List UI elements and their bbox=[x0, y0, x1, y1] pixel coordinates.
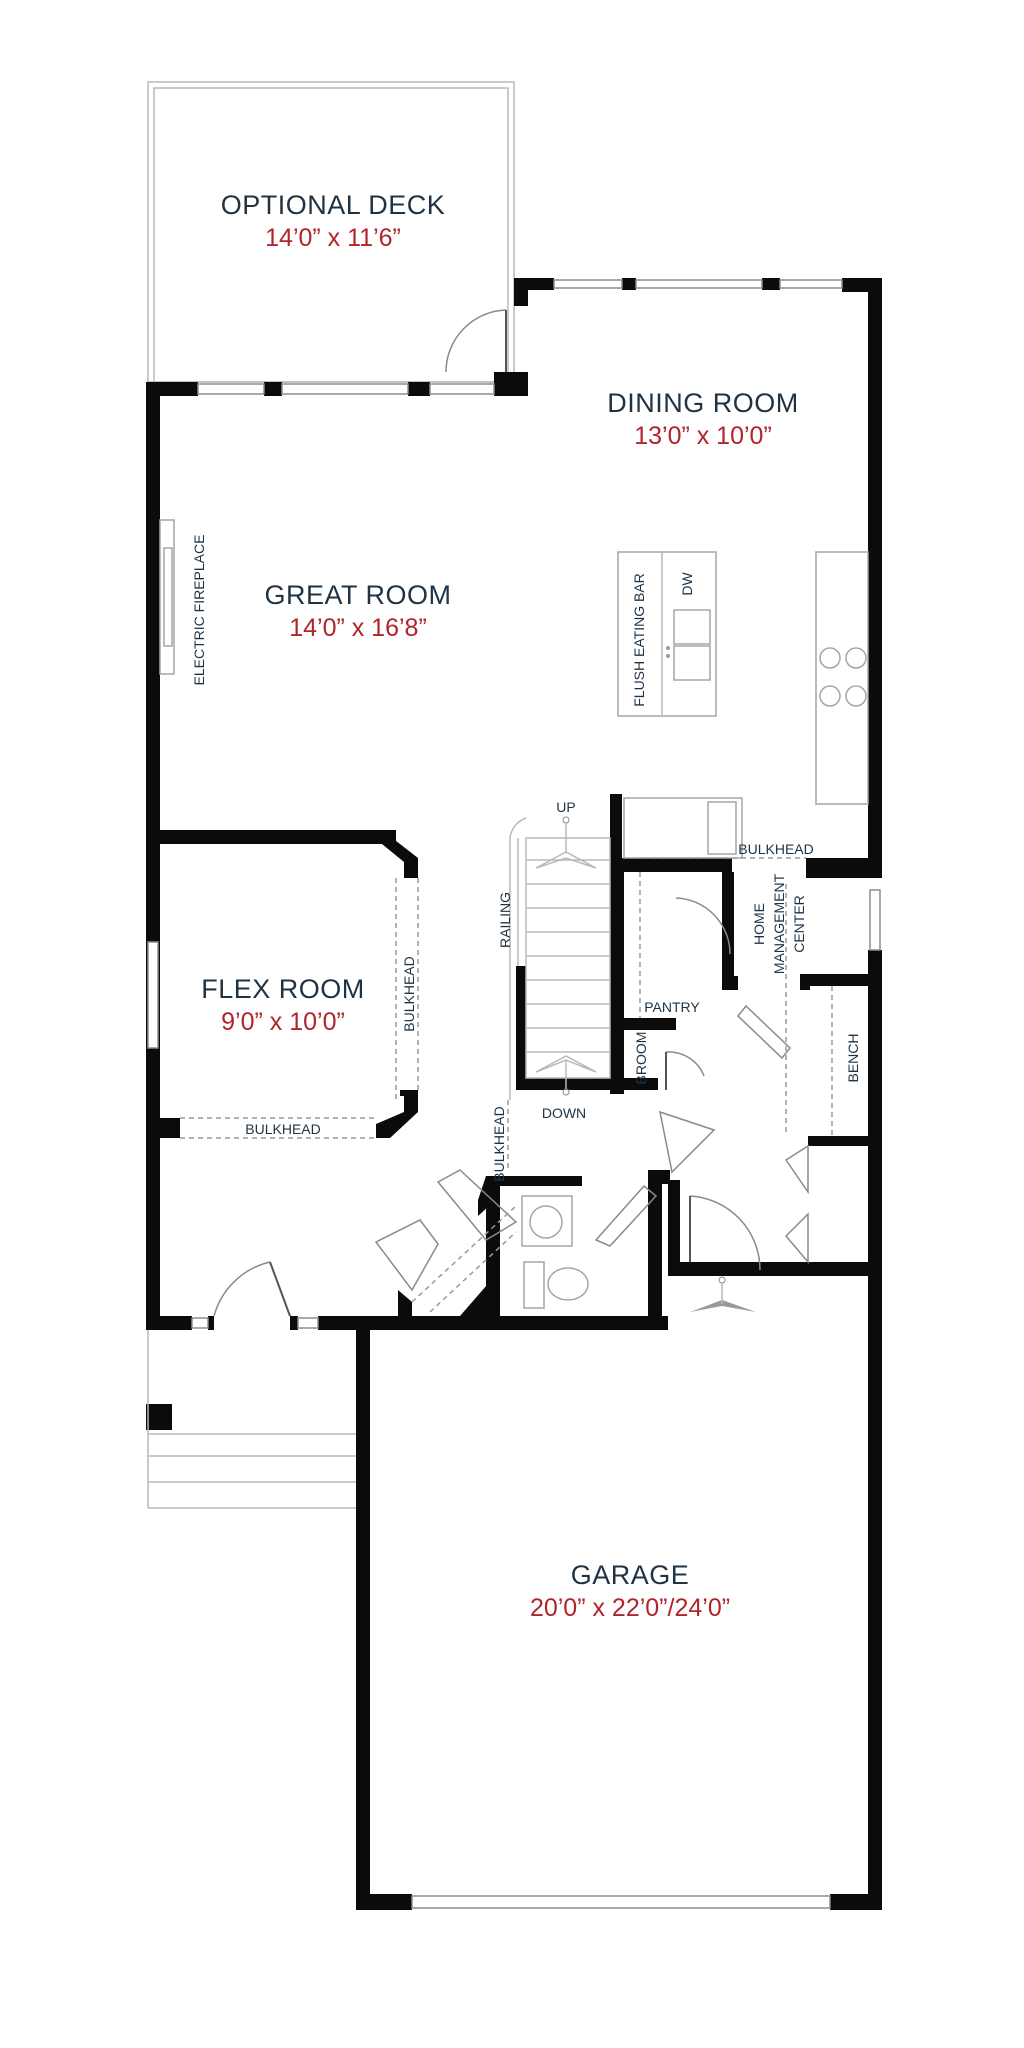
flex-room-size: 9’0” x 10’0” bbox=[221, 1008, 345, 1036]
optional-deck-size: 14’0” x 11’6” bbox=[265, 224, 401, 252]
home-management-label-line2: MANAGEMENT bbox=[771, 873, 787, 974]
garage-size: 20’0” x 22’0”/24’0” bbox=[530, 1594, 730, 1622]
up-label: UP bbox=[556, 799, 575, 815]
bulkhead-label-flex-right: BULKHEAD bbox=[401, 956, 417, 1031]
great-room-name: GREAT ROOM bbox=[264, 580, 451, 610]
home-management-label-line1: HOME bbox=[751, 903, 767, 945]
railing-label: RAILING bbox=[497, 892, 513, 948]
great-room-size: 14’0” x 16’8” bbox=[289, 614, 427, 642]
electric-fireplace-label: ELECTRIC FIREPLACE bbox=[191, 535, 207, 686]
garage-name: GARAGE bbox=[571, 1560, 690, 1590]
broom-label: BROOM bbox=[633, 1032, 649, 1085]
home-management-label-line3: CENTER bbox=[791, 895, 807, 953]
optional-deck-name: OPTIONAL DECK bbox=[221, 190, 446, 220]
bulkhead-label-flex-bottom: BULKHEAD bbox=[245, 1121, 320, 1137]
bulkhead-label-kitchen: BULKHEAD bbox=[738, 841, 813, 857]
porch-steps bbox=[147, 1330, 356, 1509]
bulkhead-label-stair: BULKHEAD bbox=[491, 1106, 507, 1181]
windows bbox=[147, 279, 881, 1909]
kitchen-counter bbox=[623, 551, 869, 859]
dining-room-name: DINING ROOM bbox=[607, 388, 799, 418]
pantry-label: PANTRY bbox=[644, 999, 700, 1015]
flex-room-name: FLEX ROOM bbox=[201, 974, 365, 1004]
optional-deck-outline bbox=[147, 81, 515, 383]
garage-step bbox=[690, 1276, 756, 1312]
dining-room-size: 13’0” x 10’0” bbox=[634, 422, 772, 450]
bulkhead-lines bbox=[180, 857, 833, 1170]
kitchen-island bbox=[617, 551, 717, 717]
dw-label: DW bbox=[679, 572, 695, 596]
flush-eating-bar-label: FLUSH EATING BAR bbox=[631, 573, 647, 707]
walls bbox=[146, 278, 882, 1910]
powder-fixtures bbox=[521, 1195, 589, 1309]
bench-label: BENCH bbox=[845, 1033, 861, 1082]
stairs bbox=[509, 816, 611, 1100]
electric-fireplace bbox=[159, 519, 175, 675]
down-label: DOWN bbox=[542, 1105, 586, 1121]
doors bbox=[213, 309, 809, 1317]
